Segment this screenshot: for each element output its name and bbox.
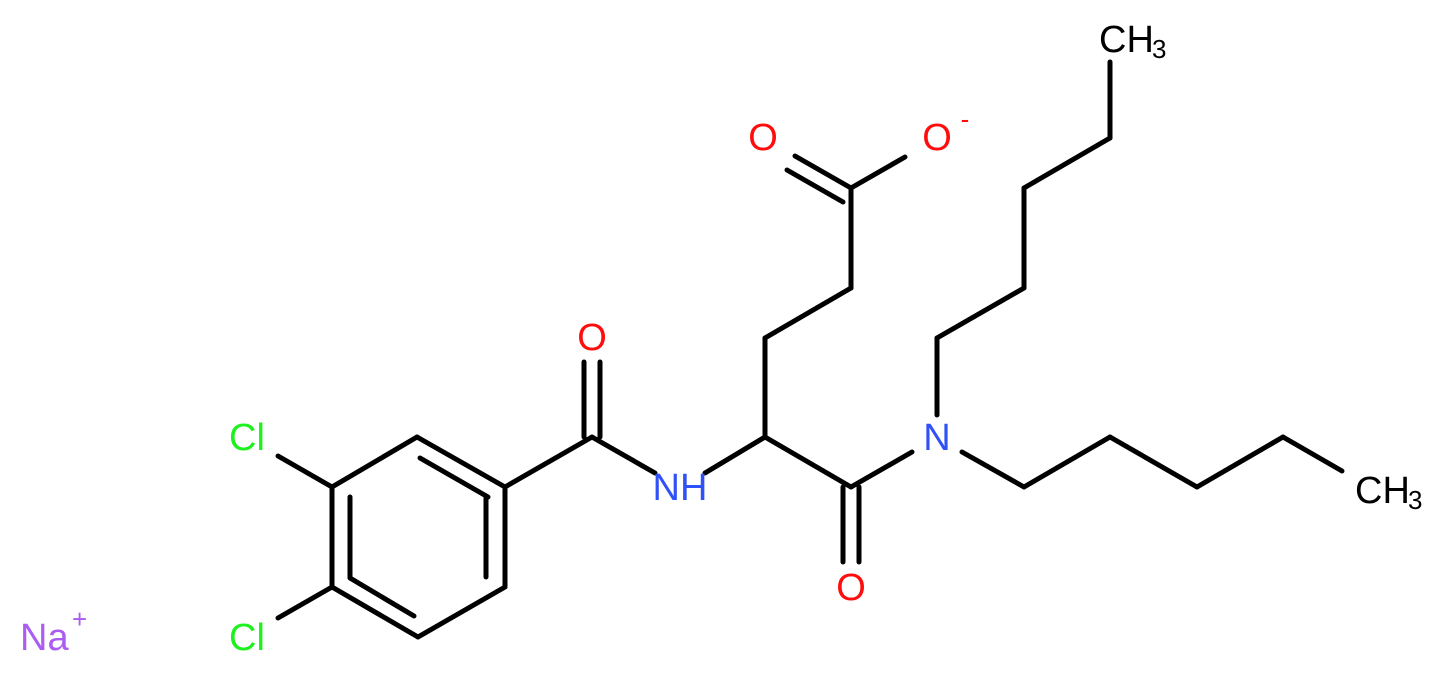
- bond-ch2-ch2: [762, 285, 854, 341]
- atom-nh: NH: [653, 467, 708, 509]
- bond-pentyl-up-2: [934, 285, 1027, 341]
- bond-carbonyl-nh: [589, 434, 658, 476]
- atom-labels: O O - O O NH N Cl Cl CH 3 CH 3 Na +: [20, 19, 1422, 659]
- atom-o-carboxyl-single: O: [922, 117, 952, 159]
- bond-ring-carbonyl: [502, 434, 595, 490]
- bond-ring-inner-4: [347, 575, 417, 619]
- bond-ring-4: [329, 584, 421, 640]
- bond-cooc-o-double-1: [792, 153, 854, 191]
- bond-ring-inner-1: [417, 455, 491, 500]
- bond-pentyl-right-2: [1021, 434, 1113, 490]
- atom-o-amide-right: O: [836, 567, 866, 609]
- bond-amideC-n: [848, 449, 915, 490]
- bond-alpha-amideC: [762, 434, 854, 490]
- bonds: [275, 59, 1345, 640]
- bond-pentyl-right-5: [1280, 434, 1345, 474]
- bond-cooc-o-single: [848, 154, 908, 191]
- atom-o-carboxyl-double: O: [748, 117, 778, 159]
- atom-cl-top: Cl: [229, 417, 265, 459]
- bond-pentyl-right-1: [959, 449, 1027, 490]
- atom-ch3-top-subscript: 3: [1152, 34, 1166, 64]
- atom-n: N: [923, 417, 950, 459]
- atom-ch3-top: CH: [1099, 19, 1154, 61]
- bond-cl-top: [275, 453, 335, 490]
- ion-sodium: Na: [20, 617, 69, 659]
- bond-nh-alpha: [702, 434, 768, 476]
- charge-minus: -: [961, 104, 970, 134]
- bond-cl-bottom: [275, 584, 335, 621]
- bond-ring-3: [415, 584, 508, 640]
- atom-ch3-right: CH: [1355, 470, 1410, 512]
- bond-ring-6: [329, 434, 420, 490]
- atom-cl-bottom: Cl: [229, 617, 265, 659]
- bond-pentyl-up-4: [1021, 135, 1113, 191]
- charge-plus: +: [72, 604, 87, 634]
- bond-pentyl-right-3: [1107, 434, 1200, 490]
- bond-cooc-o-double-2: [784, 167, 846, 205]
- bond-ring-1: [414, 434, 508, 490]
- atom-ch3-right-subscript: 3: [1408, 485, 1422, 515]
- bond-pentyl-right-4: [1194, 434, 1286, 490]
- atom-o-amide-left: O: [577, 317, 607, 359]
